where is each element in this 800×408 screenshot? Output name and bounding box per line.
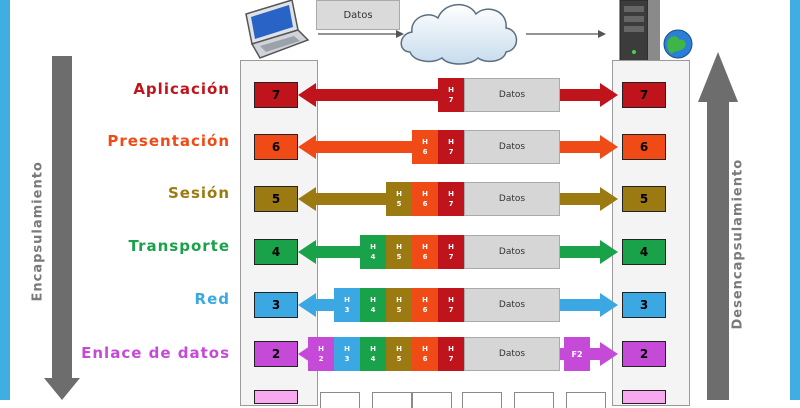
right-layer-5: 5 (622, 186, 666, 212)
decapsulation-label: Desencapsulamiento (730, 158, 746, 330)
datos-cell: Datos (464, 235, 560, 269)
right-layer-2: 2 (622, 341, 666, 367)
top-flow-arrows (318, 30, 606, 38)
bit-box (462, 392, 502, 408)
encapsulation-arrow (44, 56, 80, 400)
layer-name-transport: Transporte (128, 237, 230, 255)
layer-name-presentation: Presentación (107, 132, 230, 150)
layer-name-network: Red (194, 290, 230, 308)
datos-cell: Datos (464, 288, 560, 322)
server-icon (619, 0, 693, 63)
right-layer-1-partial (622, 390, 666, 404)
left-layer-1-partial (254, 390, 298, 404)
trailer-cell-f2: F2 (564, 337, 590, 371)
left-layer-2: 2 (254, 341, 298, 367)
left-layer-6: 6 (254, 134, 298, 160)
left-blue-edge (0, 0, 10, 400)
laptop-icon (245, 0, 310, 59)
left-layer-5: 5 (254, 186, 298, 212)
left-layer-4: 4 (254, 239, 298, 265)
decapsulation-arrow (698, 52, 738, 400)
datos-cell: Datos (464, 182, 560, 216)
datos-cell: Datos (464, 78, 560, 112)
bit-box (412, 392, 452, 408)
bit-box (320, 392, 360, 408)
right-blue-edge (790, 0, 800, 400)
bit-box (514, 392, 554, 408)
bit-box (566, 392, 606, 408)
left-layer-7: 7 (254, 82, 298, 108)
layer-name-application: Aplicación (133, 80, 230, 98)
right-layer-4: 4 (622, 239, 666, 265)
datos-cell: Datos (464, 130, 560, 164)
left-layer-3: 3 (254, 292, 298, 318)
datos-cell: Datos (464, 337, 560, 371)
layer-name-datalink: Enlace de datos (81, 344, 230, 362)
right-layer-6: 6 (622, 134, 666, 160)
top-datos-box: Datos (316, 0, 400, 30)
layer-name-session: Sesión (167, 184, 230, 202)
right-layer-7: 7 (622, 82, 666, 108)
right-layer-3: 3 (622, 292, 666, 318)
cloud-icon (400, 4, 518, 65)
bit-box (372, 392, 412, 408)
